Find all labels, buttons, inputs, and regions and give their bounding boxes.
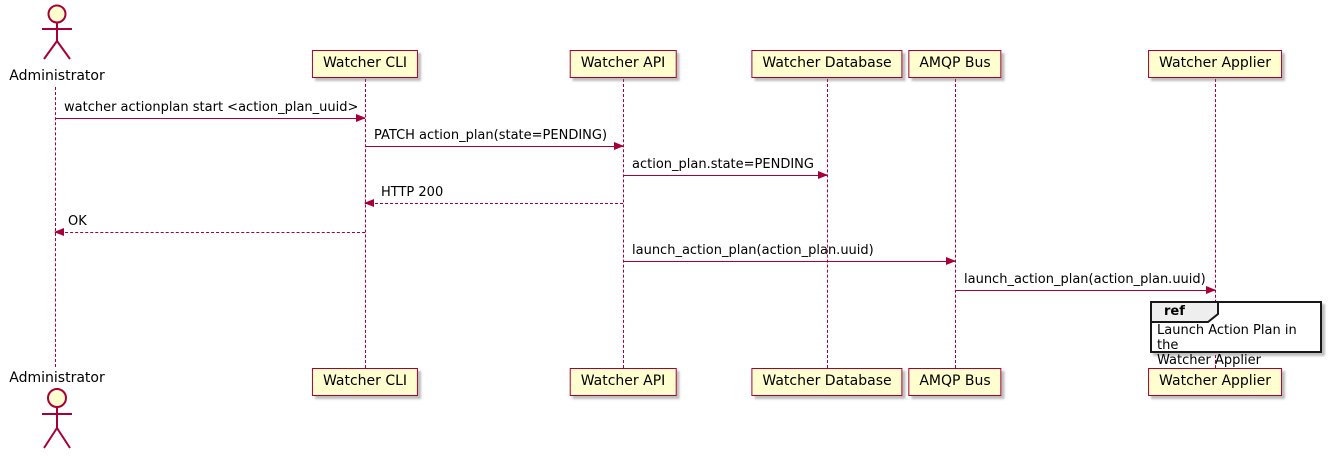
participant-box-amqp-bus-bottom: AMQP Bus: [908, 368, 1002, 396]
actor-label-administrator-bottom: Administrator: [9, 370, 105, 386]
participant-box-watcher-database-top: Watcher Database: [751, 50, 903, 78]
message-label: action_plan.state=PENDING: [632, 157, 814, 172]
actor-icon: [42, 388, 72, 449]
participant-box-amqp-bus-top: AMQP Bus: [908, 50, 1002, 78]
actor-icon: [42, 4, 72, 60]
message-label: launch_action_plan(action_plan.uuid): [964, 272, 1206, 287]
actor-label-administrator-top: Administrator: [9, 68, 105, 84]
lifeline-watcher-applier: [1215, 79, 1216, 368]
ref-text: Launch Action Plan in the Watcher Applie…: [1157, 323, 1297, 368]
participant-box-watcher-api-bottom: Watcher API: [569, 368, 677, 396]
arrowhead-right-icon: [1206, 286, 1216, 294]
ref-header-pentagon: [1150, 301, 1219, 323]
message-line: [55, 118, 365, 119]
ref-keyword: ref: [1164, 304, 1185, 319]
arrowhead-right-icon: [356, 114, 366, 122]
lifeline-watcher-database: [827, 79, 828, 368]
message-label: HTTP 200: [381, 185, 444, 200]
arrowhead-right-icon: [614, 142, 624, 150]
participant-box-watcher-cli-bottom: Watcher CLI: [311, 368, 419, 396]
message-label: watcher actionplan start <action_plan_uu…: [64, 100, 359, 115]
message-line: [623, 261, 955, 262]
message-line: [623, 175, 827, 176]
lifeline-watcher-api: [623, 79, 624, 368]
participant-box-watcher-cli-top: Watcher CLI: [311, 50, 419, 78]
arrowhead-left-icon: [54, 228, 64, 236]
message-line: [955, 290, 1215, 291]
lifeline-amqp-bus: [955, 79, 956, 368]
participant-box-watcher-applier-top: Watcher Applier: [1148, 50, 1282, 78]
arrowhead-left-icon: [364, 199, 374, 207]
participant-box-watcher-database-bottom: Watcher Database: [751, 368, 903, 396]
message-label: OK: [68, 214, 87, 229]
participant-box-watcher-api-top: Watcher API: [569, 50, 677, 78]
message-line: [365, 203, 623, 204]
arrowhead-right-icon: [818, 171, 828, 179]
lifeline-administrator: [55, 87, 56, 367]
participant-box-watcher-applier-bottom: Watcher Applier: [1148, 368, 1282, 396]
message-label: launch_action_plan(action_plan.uuid): [632, 243, 874, 258]
ref-fragment: ref Launch Action Plan in the Watcher Ap…: [1150, 301, 1322, 368]
lifeline-watcher-cli: [365, 79, 366, 368]
arrowhead-right-icon: [946, 257, 956, 265]
message-line: [55, 232, 365, 233]
message-label: PATCH action_plan(state=PENDING): [374, 128, 608, 143]
message-line: [365, 146, 623, 147]
